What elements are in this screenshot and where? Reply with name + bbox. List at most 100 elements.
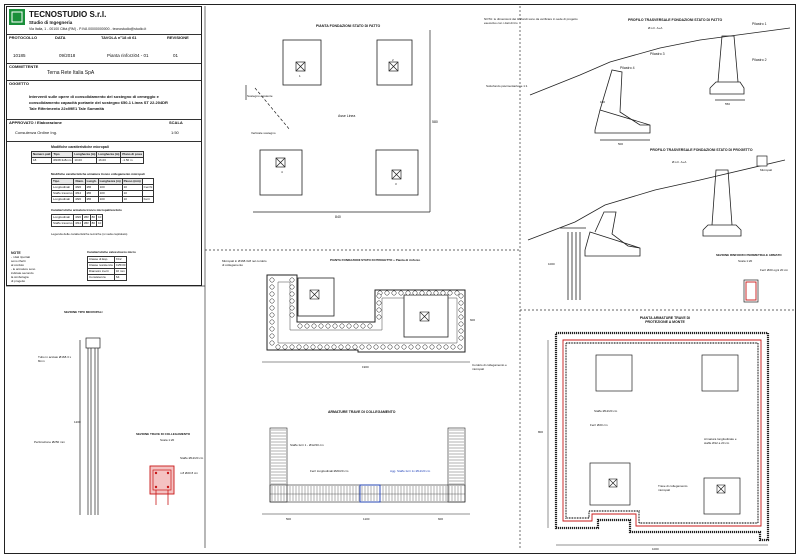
- armature-label-blue: Agg. Staffe ferri 1x Ø12/20 cm: [390, 469, 431, 473]
- table3-cell: Ø12: [73, 220, 84, 227]
- table2-cell: Ferri: [141, 196, 155, 203]
- profile-existing: [529, 27, 791, 141]
- revisione-label: REVISIONE: [167, 35, 189, 40]
- company-subtitle: Studio di Ingegneria: [29, 20, 73, 25]
- cordolo-section-title: SEZIONE TRAVE DI COLLEGAMENTO: [136, 432, 191, 436]
- profile1-sub: Ø.s.h. A+A: [648, 26, 663, 30]
- table3-title: Caratteristiche armatura tronco micropal…: [51, 208, 122, 212]
- profile1-dim: 100: [600, 100, 606, 104]
- table1-title: Modifiche caratteristiche micropali: [51, 145, 109, 149]
- profile2-title: PROFILO TRASVERSALE FONDAZIONI STATO DI …: [650, 148, 753, 152]
- armature-dim: 600: [438, 517, 444, 521]
- plan-right-label: Staffe Ø12/20 cm: [594, 409, 618, 413]
- note-line: la simbologia: [11, 275, 29, 279]
- note-line: sono riferiti: [11, 259, 26, 263]
- plan-right-label: Armatura longitudinale e staffe Ø12 a 20…: [704, 437, 737, 445]
- table-micropali: Numero pali Tipo Lunghezza (m) Lunghezza…: [30, 151, 144, 164]
- note-line: - le armature sono: [11, 267, 36, 271]
- table2-cell: Longitudinali: [50, 196, 75, 203]
- scala-label: SCALA: [169, 120, 183, 125]
- cordolo-label: Staffe Ø12/20 cm: [180, 456, 204, 460]
- armature-dim: 1100: [363, 517, 370, 521]
- plan-mid-title: PIANTA FONDAZIONI STATO DI PROGETTO + Pi…: [330, 258, 421, 262]
- note-line: - i dati riportati: [11, 255, 31, 259]
- protocollo-value: 10185: [13, 53, 26, 58]
- profile-project: [527, 159, 786, 300]
- table3-cell: 10: [95, 220, 104, 227]
- revisione-value: 01: [173, 53, 179, 58]
- micropile-section: [79, 337, 101, 515]
- pilastro-label: Pilastro 1: [752, 22, 767, 26]
- table3-cell: Staffe traverso: [50, 220, 75, 227]
- table3-note: Legenda delle caratteristiche tecniche (…: [51, 232, 128, 236]
- profile1-dim: 550: [725, 102, 731, 106]
- tavola-label: TAVOLA n°18 di 61: [101, 35, 137, 40]
- oggetto-label: OGGETTO: [9, 81, 29, 86]
- notes-title: NOTE: [11, 251, 21, 255]
- table2-cell: 100: [97, 196, 123, 203]
- table4-cell: S4: [113, 274, 128, 281]
- plan-right-label: Ferri Ø20 cm: [590, 423, 608, 427]
- plan-mid-dim: 600: [470, 318, 476, 322]
- profile2-dim: 1000: [548, 262, 555, 266]
- table-armatura-collegamento: Tipo Diam. Lungh. Lunghezza (m) Passo (m…: [50, 178, 155, 203]
- scala-value: 1:50: [171, 130, 179, 135]
- plan-mid-dim: 1900: [362, 365, 369, 369]
- plan-right-title: PIANTA ARMATURE TRAVE DI PROTEZIONE A MO…: [639, 316, 691, 324]
- pilastro-label: Pilastro 4: [620, 66, 635, 70]
- table-armatura-cordolo: Longitudinali Ø20 ØR 80 10 Staffe traver…: [50, 214, 104, 227]
- micropile-label: Tubo in acciaio Ø168.3 x 8mm: [38, 355, 72, 363]
- plan-top-axis-label: Asse Linea: [338, 114, 356, 118]
- oggetto-line-3: Tale Riferimento 22x09E1 Tale Sommità: [29, 106, 104, 111]
- tavola-value: Pianta rinforzi04 - 01: [107, 53, 149, 58]
- armature-dim: 500: [286, 517, 292, 521]
- table1-cell: 16.00: [96, 157, 122, 164]
- table1-cell: 18: [30, 157, 53, 164]
- detail-title: SEZIONE RINFORZO PERIMETRALE ARMATO: [716, 253, 782, 257]
- plan-right-armature: [547, 331, 770, 546]
- table2-cell: 10: [121, 196, 143, 203]
- cordolo-section-scale: Scala 1:20: [160, 438, 175, 442]
- plan-top-dim-right: 580: [432, 120, 438, 124]
- table3-cell: ØR: [82, 220, 91, 227]
- pilastro-label: Pilastro 3: [650, 52, 665, 56]
- note-line: indicate secondo: [11, 271, 34, 275]
- company-address: Via Italia, 1 - 00100 Città (RM) - P.IVA…: [29, 27, 147, 31]
- committente-value: Terna Rete Italia SpA: [47, 70, 95, 76]
- table4-cell: Consistenza: [87, 274, 115, 281]
- company-name: TECNOSTUDIO S.r.l.: [29, 10, 107, 19]
- table2-cell: ØR: [84, 196, 99, 203]
- profile1-dim: 500: [618, 142, 624, 146]
- note-line: di progetto: [11, 279, 26, 283]
- plan-existing-foundations: [259, 39, 419, 196]
- data-label: DATA: [55, 35, 66, 40]
- armature-label: Staffe ferri 1 - Ø12/20 cm: [290, 443, 324, 447]
- section-top-note: NOTA: le dimensioni dei tirafondi sono d…: [484, 17, 578, 25]
- table2-cell: Ø20: [73, 196, 86, 203]
- profile1-terreno: Sottofondo pavimentazione 1:1: [486, 84, 528, 88]
- drawing-sheet: [4, 4, 796, 554]
- foot-label: 2: [392, 58, 394, 62]
- plan-top-left-label-2: Verticale sostegno: [251, 131, 276, 135]
- data-value: 09/2018: [59, 53, 76, 58]
- table1-cell: 10.00: [72, 157, 98, 164]
- plan-top-dim-bottom: 840: [335, 215, 341, 219]
- armature-title: ARMATURE TRAVE DI COLLEGAMENTO: [328, 410, 396, 414]
- profile1-title: PROFILO TRASVERSALE FONDAZIONI STATO DI …: [628, 18, 723, 22]
- protocollo-label: PROTOCOLLO: [9, 35, 38, 40]
- table2-title: Modifiche caratteristiche armatura tronc…: [51, 172, 145, 176]
- detail-label: Ferri Ø20 ogni 20 cm: [760, 268, 789, 272]
- title-block: TECNOSTUDIO S.r.l. Studio di Ingegneria …: [6, 6, 202, 286]
- plan-right-label: Trave di collegamento micropali: [658, 484, 688, 492]
- approvato-label: APPROVATO / Elaborazione: [9, 120, 62, 125]
- table1-cell: Ø168.3x8mm: [51, 157, 74, 164]
- approvato-value: Consulenza Ordine Ing.: [15, 130, 58, 135]
- note-line: al cordolo: [11, 263, 25, 267]
- foot-label: 1: [299, 74, 301, 78]
- profile2-note: Micropali: [760, 168, 773, 172]
- plan-top-left-label: Sostegno esistente: [247, 94, 273, 98]
- committente-label: COMMITTENTE: [9, 64, 39, 69]
- foot-label: 3: [395, 182, 397, 186]
- armature-trave: [269, 427, 466, 503]
